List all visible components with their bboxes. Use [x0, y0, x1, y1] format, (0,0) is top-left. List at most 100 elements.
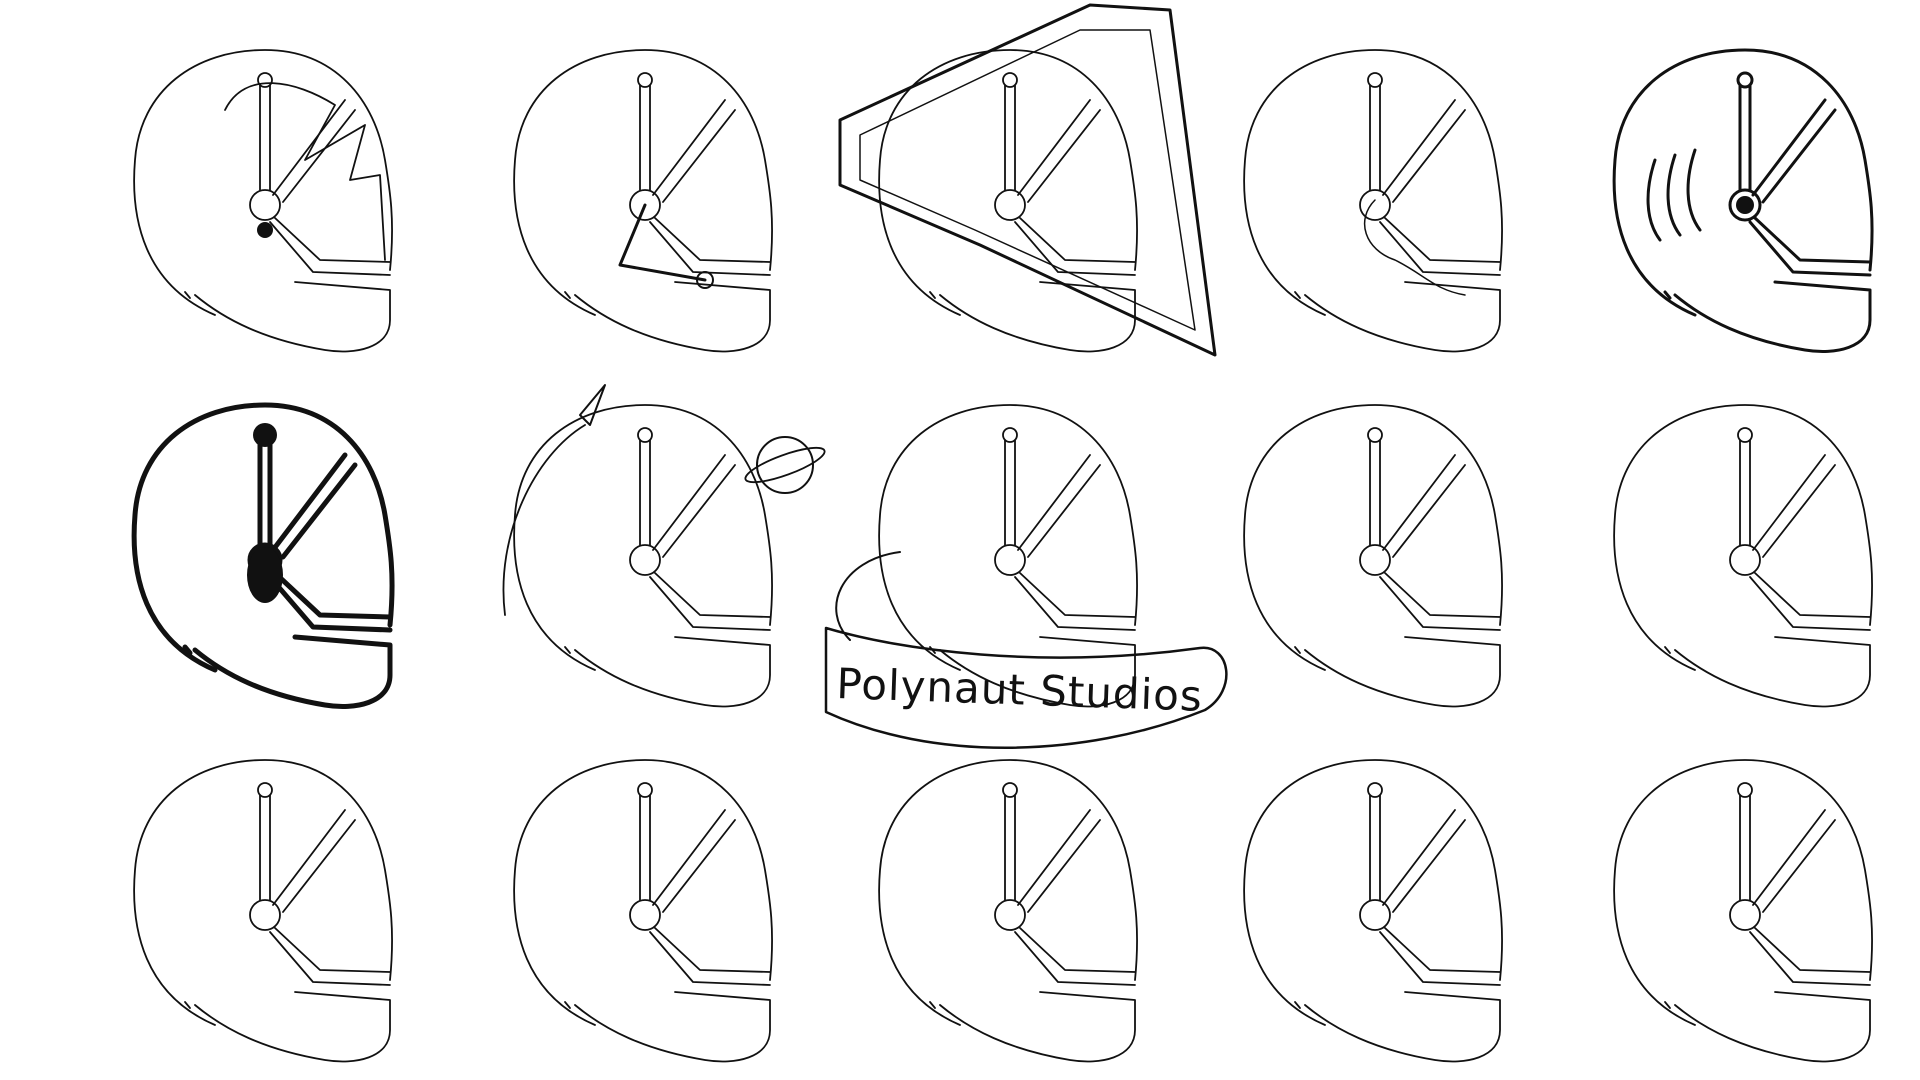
helmet-visor-arm: [652, 99, 736, 203]
planet-ring: [744, 446, 826, 484]
helmet-jaw: [194, 281, 391, 353]
helmet-shell: [878, 49, 1138, 316]
speed-lines: [1646, 148, 1702, 242]
antenna-bulb: [253, 423, 277, 447]
helmet-visor-hinge: [1359, 189, 1391, 221]
helmet-visor-arm: [1017, 809, 1101, 913]
helmet-jaw: [1674, 636, 1871, 708]
helmet-visor-arm: [1017, 454, 1101, 558]
helmet-antenna-tip: [1737, 782, 1753, 798]
helmet-visor-strap: [1749, 572, 1871, 631]
helmet-shell: [878, 404, 1138, 671]
helmet-visor-arm: [1017, 99, 1101, 203]
helmet-shell: [1613, 759, 1873, 1026]
helmet-visor-arm: [272, 809, 356, 913]
helmet-visor-hinge: [629, 544, 661, 576]
helmet-sketch-plain-3: [133, 759, 393, 1063]
helmet-visor-strap: [649, 927, 771, 986]
helmet-chin-notch: [1294, 1001, 1301, 1009]
helmet-visor-arm: [1382, 809, 1466, 913]
helmet-visor-strap: [269, 217, 391, 276]
banner-arc: [835, 551, 901, 641]
helmet-antenna: [1004, 439, 1016, 546]
banner-text: Polynaut Studios: [836, 659, 1204, 721]
shield-inner-border: [859, 29, 1196, 331]
helmet-visor-arm: [1382, 99, 1466, 203]
helmet-visor-arm: [270, 452, 358, 560]
helmet-chin-notch: [184, 291, 191, 299]
helmet-antenna: [1739, 439, 1751, 546]
helmet-jaw: [939, 991, 1136, 1063]
helmet-shell: [513, 49, 773, 316]
planet-icon: [756, 436, 814, 494]
helmet-antenna-tip: [637, 782, 653, 798]
helmet-jaw: [1304, 281, 1501, 353]
helmet-shell: [131, 402, 395, 673]
helmet-chin-notch: [929, 291, 936, 299]
banner-logo: Polynaut Studios: [824, 551, 1228, 749]
helmet-antenna-tip: [1367, 427, 1383, 443]
helmet-chin-notch: [1664, 1001, 1671, 1009]
helmet-chin-notch: [1663, 290, 1672, 300]
helmet-jaw: [939, 636, 1136, 708]
helmet-visor-hinge: [249, 899, 281, 931]
helmet-visor-strap: [1379, 927, 1501, 986]
shield-emblem: [838, 3, 1217, 357]
flame-decal: [224, 82, 386, 261]
helmet-antenna: [1738, 83, 1752, 192]
helmet-sketch-plain-2: [1613, 404, 1873, 708]
helmet-visor-hinge: [1729, 899, 1761, 931]
helmet-antenna-tip: [1367, 782, 1383, 798]
helmet-chin-notch: [1294, 646, 1301, 654]
helmet-sketch-shield-emblem: [838, 3, 1217, 357]
helmet-sketch-plain-7: [1613, 759, 1873, 1063]
clip-pin: [1736, 196, 1754, 214]
helmet-antenna: [639, 439, 651, 546]
helmet-sketch-plain-5: [878, 759, 1138, 1063]
helmet-jaw: [574, 991, 771, 1063]
helmet-shell: [1612, 48, 1874, 317]
helmet-wire: [1364, 199, 1466, 296]
helmet-visor-hinge: [1359, 544, 1391, 576]
helmet-visor-arm: [652, 809, 736, 913]
helmet-visor-strap: [267, 570, 393, 633]
helmet-visor-hinge: [1359, 899, 1391, 931]
helmet-visor-strap: [1379, 572, 1501, 631]
helmet-visor-arm: [272, 99, 356, 203]
helmet-jaw: [192, 634, 393, 709]
helmet-visor-strap: [269, 927, 391, 986]
helmet-antenna: [259, 84, 271, 191]
helmet-sketch-thick-outline: [131, 402, 395, 709]
helmet-antenna-tip: [1002, 427, 1018, 443]
helmet-shell: [133, 759, 393, 1026]
helmet-sketch-flame-visor: [133, 49, 393, 353]
rocket-icon: [579, 384, 606, 426]
helmet-antenna: [639, 84, 651, 191]
helmet-visor-hinge: [629, 899, 661, 931]
helmet-visor-strap: [649, 217, 771, 276]
helmet-visor-hinge: [1728, 188, 1762, 222]
helmet-sketch-hinged-arm: [513, 49, 773, 353]
helmet-sketch-banner-logo: [878, 404, 1138, 708]
helmet-visor-strap: [1749, 927, 1871, 986]
helmet-antenna: [1739, 794, 1751, 901]
helmet-visor-strap: [649, 572, 771, 631]
helmet-antenna: [1004, 84, 1016, 191]
helmet-antenna-tip: [637, 427, 653, 443]
helmet-jaw: [1673, 280, 1872, 353]
helmet-visor-hinge: [629, 189, 661, 221]
helmet-antenna: [1369, 84, 1381, 191]
helmet-antenna: [1369, 794, 1381, 901]
helmet-visor-hinge: [249, 189, 281, 221]
helmet-antenna: [257, 437, 273, 548]
helmet-sketch-plain-6: [1243, 759, 1503, 1063]
helmet-jaw: [194, 991, 391, 1063]
hinge-bolt: [696, 271, 714, 289]
helmet-chin-notch: [1294, 291, 1301, 299]
helmet-visor-arm: [1752, 809, 1836, 913]
hinge-blob: [247, 547, 283, 603]
helmet-shell: [1613, 404, 1873, 671]
helmet-shell: [1243, 49, 1503, 316]
helmet-antenna-tip: [1367, 72, 1383, 88]
